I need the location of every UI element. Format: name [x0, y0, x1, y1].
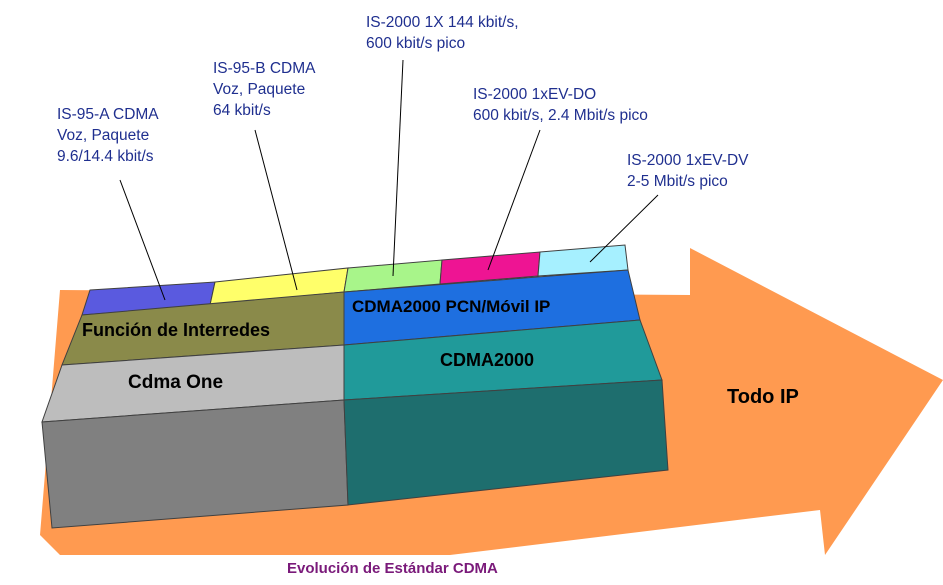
- label-todo-ip: Todo IP: [727, 386, 799, 409]
- footer-caption: Evolución de Estándar CDMA: [287, 560, 498, 577]
- callout-1x-line2: 600 kbit/s pico: [366, 33, 519, 54]
- label-cdma2000-pcn: CDMA2000 PCN/Móvil IP: [352, 297, 550, 317]
- callout-evdv-line2: 2-5 Mbit/s pico: [627, 171, 748, 192]
- callout-is95a-line3: 9.6/14.4 kbit/s: [57, 146, 159, 167]
- callout-is95b-line2: Voz, Paquete: [213, 79, 316, 100]
- callout-is95a-line2: Voz, Paquete: [57, 125, 159, 146]
- callout-evdo-line2: 600 kbit/s, 2.4 Mbit/s pico: [473, 105, 648, 126]
- callout-evdo-line1: IS-2000 1xEV-DO: [473, 84, 648, 105]
- callout-is95b-line3: 64 kbit/s: [213, 100, 316, 121]
- callout-evdv-line1: IS-2000 1xEV-DV: [627, 150, 748, 171]
- callout-line-is95a: [120, 180, 165, 300]
- callout-line-1x: [393, 60, 403, 276]
- callout-1x: IS-2000 1X 144 kbit/s, 600 kbit/s pico: [366, 12, 519, 54]
- callout-is95a-line1: IS-95-A CDMA: [57, 104, 159, 125]
- callout-line-evdo: [488, 130, 540, 270]
- callout-evdo: IS-2000 1xEV-DO 600 kbit/s, 2.4 Mbit/s p…: [473, 84, 648, 126]
- footer-suffix: CDMA: [453, 560, 498, 577]
- layer-cdmaone-base: [42, 400, 348, 528]
- callout-is95b: IS-95-B CDMA Voz, Paquete 64 kbit/s: [213, 58, 316, 121]
- callout-1x-line1: IS-2000 1X 144 kbit/s,: [366, 12, 519, 33]
- callout-line-is95b: [255, 130, 297, 290]
- label-cdma2000: CDMA2000: [440, 350, 534, 371]
- callout-evdv: IS-2000 1xEV-DV 2-5 Mbit/s pico: [627, 150, 748, 192]
- callout-is95a: IS-95-A CDMA Voz, Paquete 9.6/14.4 kbit/…: [57, 104, 159, 167]
- label-cdmaone: Cdma One: [128, 372, 223, 394]
- callout-is95b-line1: IS-95-B CDMA: [213, 58, 316, 79]
- label-interworking: Función de Interredes: [82, 320, 270, 341]
- footer-prefix: Evolución de Estándar: [287, 560, 449, 577]
